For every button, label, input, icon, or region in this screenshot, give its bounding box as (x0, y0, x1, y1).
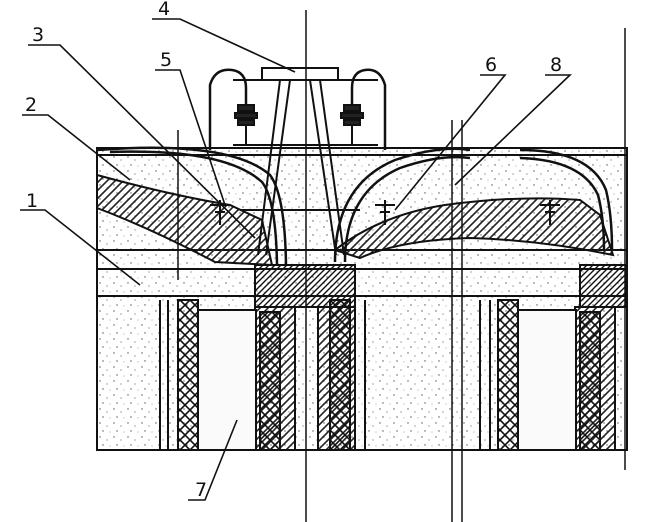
label-2: 2 (25, 94, 37, 116)
label-6: 6 (485, 54, 497, 76)
label-1: 1 (26, 190, 38, 212)
inner-chambers (197, 309, 577, 451)
insulator-left (234, 104, 258, 145)
center-lines (177, 10, 626, 522)
label-4: 4 (158, 0, 170, 20)
insulation-columns (159, 299, 601, 451)
reference-labels: 1 2 3 4 5 6 7 8 (25, 0, 562, 501)
leader-lines (20, 18, 572, 501)
insulator-right (340, 104, 364, 145)
arch-frames (96, 146, 614, 266)
electrode-arms (208, 68, 387, 150)
label-5: 5 (160, 49, 172, 71)
roof-refractory-right (332, 197, 615, 260)
burner-nozzles (210, 200, 560, 225)
label-8: 8 (550, 54, 562, 76)
label-7: 7 (195, 479, 207, 501)
label-3: 3 (32, 24, 44, 46)
